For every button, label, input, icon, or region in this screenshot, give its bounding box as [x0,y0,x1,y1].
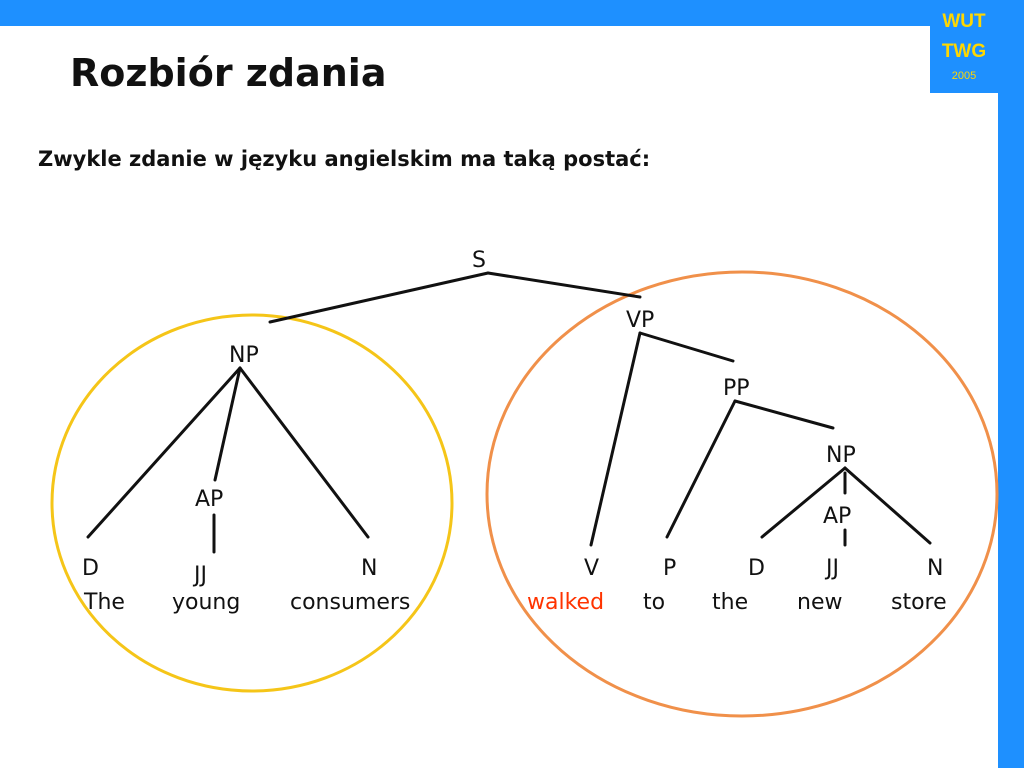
node-np: NP [229,343,259,368]
edge-np-n [238,366,370,539]
node-np-2: NP [826,443,856,468]
slide-title: Rozbiór zdania [70,51,387,95]
edge-pp-p [665,399,737,539]
edge-s-vp [486,271,642,299]
word-new: new [797,590,842,615]
pos-p: P [663,556,676,581]
node-pp: PP [723,376,750,401]
top-bar [0,0,1024,26]
logo-line-1: WUT [942,11,986,32]
pos-d-2: D [748,556,765,581]
edge-np-n2 [843,466,932,545]
word-young: young [172,590,240,615]
word-consumers: consumers [290,590,410,615]
edge-vp-v [589,331,642,547]
right-bar [998,0,1024,768]
node-ap-2: AP [823,504,851,529]
word-the-2: the [712,590,748,615]
edge-np-ap [213,366,242,482]
pos-v: V [584,556,599,581]
pos-jj: JJ [192,563,207,588]
pos-d: D [82,556,99,581]
word-to: to [643,590,665,615]
pos-n-2: N [927,556,943,581]
word-store: store [891,590,947,615]
pos-jj-2: JJ [824,556,839,581]
logo-year: 2005 [951,70,977,82]
node-vp: VP [626,308,654,333]
edge-s-np [268,271,490,324]
logo-line-2: TWG [941,41,987,62]
word-walked: walked [527,590,604,615]
edge-vp-pp [638,331,735,363]
slide-subtitle: Zwykle zdanie w języku angielskim ma tak… [38,147,651,171]
pos-n: N [361,556,377,581]
edge-np-d2 [760,466,847,539]
edge-pp-np [733,399,835,430]
edge-np-d [86,366,242,539]
wut-twg-logo: WUT TWG 2005 [930,0,998,93]
node-ap: AP [195,487,223,512]
node-s: S [472,248,486,273]
np-group-circle [50,313,454,693]
vp-group-circle [485,270,999,718]
word-the: The [83,590,125,615]
